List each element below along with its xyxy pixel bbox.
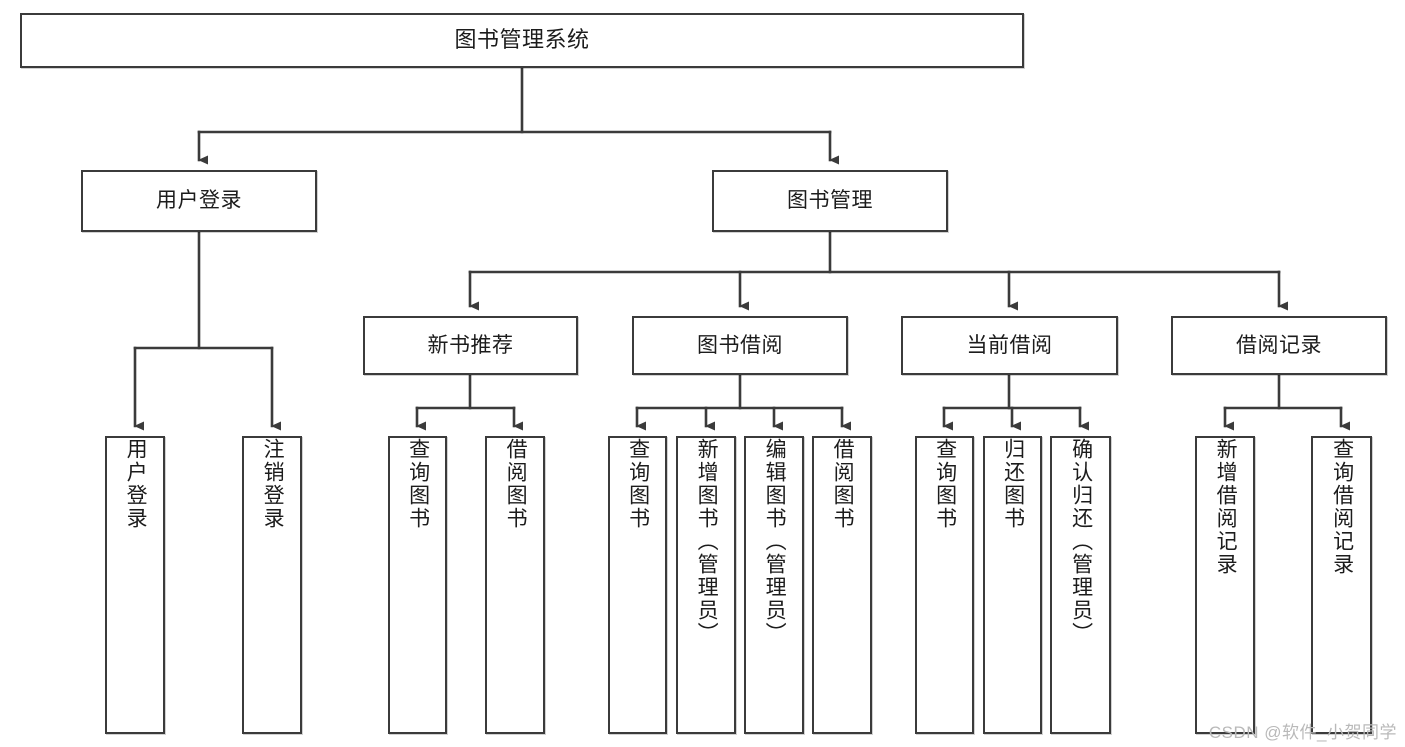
node-label-leaf-query-book-rec: 查询图书 xyxy=(406,438,430,530)
node-label-leaf-user-logout: 注销登录 xyxy=(261,438,285,530)
node-label-book-manage: 图书管理 xyxy=(787,189,873,213)
node-box-user-login[interactable]: 用户登录 xyxy=(81,170,317,232)
node-label-root: 图书管理系统 xyxy=(454,27,590,53)
node-box-leaf-user-login[interactable]: 用户登录 xyxy=(105,436,165,734)
node-label-leaf-return-book: 归还图书 xyxy=(1001,438,1025,530)
node-label-leaf-add-book-admin: 新增图书（管理员） xyxy=(695,438,719,645)
node-label-leaf-edit-book-admin: 编辑图书（管理员） xyxy=(763,438,787,645)
node-box-leaf-user-logout[interactable]: 注销登录 xyxy=(242,436,302,734)
node-label-current-borrow: 当前借阅 xyxy=(966,333,1053,357)
node-box-leaf-edit-book-admin[interactable]: 编辑图书（管理员） xyxy=(744,436,804,734)
node-label-leaf-query-book-bor: 查询图书 xyxy=(626,438,650,530)
node-label-book-borrow: 图书借阅 xyxy=(697,333,783,357)
node-label-leaf-user-login: 用户登录 xyxy=(124,438,148,530)
node-box-leaf-add-book-admin[interactable]: 新增图书（管理员） xyxy=(676,436,736,734)
node-box-leaf-borrow-book-bor[interactable]: 借阅图书 xyxy=(812,436,872,734)
node-box-book-borrow[interactable]: 图书借阅 xyxy=(632,316,848,375)
node-box-root[interactable]: 图书管理系统 xyxy=(20,13,1024,68)
node-box-leaf-confirm-return-admin[interactable]: 确认归还（管理员） xyxy=(1050,436,1111,734)
node-label-leaf-borrow-book-bor: 借阅图书 xyxy=(831,438,855,530)
node-box-borrow-record[interactable]: 借阅记录 xyxy=(1171,316,1387,375)
node-box-leaf-query-borrow-record[interactable]: 查询借阅记录 xyxy=(1311,436,1372,734)
node-box-current-borrow[interactable]: 当前借阅 xyxy=(901,316,1118,375)
node-box-leaf-query-book-cur[interactable]: 查询图书 xyxy=(915,436,974,734)
node-box-leaf-return-book[interactable]: 归还图书 xyxy=(983,436,1042,734)
node-box-leaf-borrow-book-rec[interactable]: 借阅图书 xyxy=(485,436,545,734)
node-box-leaf-add-borrow-record[interactable]: 新增借阅记录 xyxy=(1195,436,1255,734)
node-box-leaf-query-book-rec[interactable]: 查询图书 xyxy=(388,436,447,734)
node-box-book-manage[interactable]: 图书管理 xyxy=(712,170,948,232)
node-label-leaf-confirm-return-admin: 确认归还（管理员） xyxy=(1069,438,1093,645)
connector-group xyxy=(133,66,1350,431)
node-box-new-book-rec[interactable]: 新书推荐 xyxy=(363,316,578,375)
node-label-new-book-rec: 新书推荐 xyxy=(427,333,514,357)
node-label-leaf-query-book-cur: 查询图书 xyxy=(933,438,957,530)
node-label-user-login: 用户登录 xyxy=(156,189,242,213)
node-label-leaf-borrow-book-rec: 借阅图书 xyxy=(504,438,528,530)
node-label-leaf-query-borrow-record: 查询借阅记录 xyxy=(1330,438,1354,576)
node-label-borrow-record: 借阅记录 xyxy=(1236,333,1322,357)
node-box-leaf-query-book-bor[interactable]: 查询图书 xyxy=(608,436,667,734)
node-label-leaf-add-borrow-record: 新增借阅记录 xyxy=(1214,438,1238,576)
